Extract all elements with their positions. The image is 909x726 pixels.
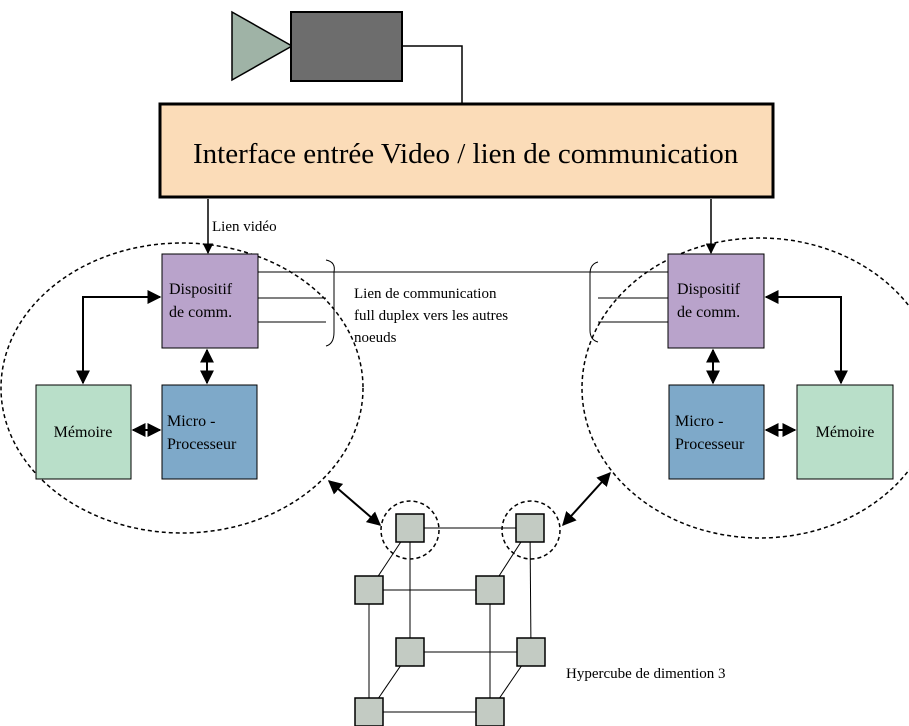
hypercube-vertices (354, 513, 546, 726)
cube-node (475, 697, 505, 726)
cube-node (395, 513, 425, 543)
cube-node (354, 575, 384, 605)
right-node-highlight (501, 500, 561, 560)
right-comm-memory-arrow (764, 290, 848, 385)
left-node: Dispositif de comm. Mémoire Micro - Proc… (0, 242, 364, 534)
left-comm-memory-arrow (76, 290, 162, 385)
interface-title: Interface entrée Video / lien de communi… (193, 138, 739, 170)
camera-body (290, 11, 403, 82)
comm-link-label: Lien de communication full duplex vers l… (354, 286, 512, 346)
right-processor-label: Micro - Processeur (675, 413, 745, 453)
interface-box (158, 102, 775, 199)
left-processor-box (161, 384, 258, 480)
left-processor-label: Micro - Processeur (167, 413, 237, 453)
video-link-label: Lien vidéo (212, 219, 277, 235)
left-memory-box (35, 384, 132, 480)
cube-node (395, 637, 425, 667)
cube-node (516, 637, 546, 667)
cube-node (354, 697, 384, 726)
left-comm-device-label: Dispositif de comm. (169, 281, 236, 321)
comm-link-lines (258, 259, 668, 347)
right-memory-box (796, 384, 894, 480)
video-camera-icon (231, 10, 403, 82)
camera-lens (231, 10, 294, 82)
right-node: Dispositif de comm. Micro - Processeur M… (581, 237, 909, 539)
hypercube-label: Hypercube de dimention 3 (566, 666, 726, 682)
right-memory-label: Mémoire (816, 424, 875, 441)
left-memory-label: Mémoire (54, 424, 113, 441)
right-processor-box (668, 384, 765, 480)
left-node-boundary (0, 242, 364, 534)
left-node-highlight (380, 500, 440, 560)
camera-cable (402, 45, 463, 103)
right-comm-device-label: Dispositif de comm. (677, 281, 744, 321)
right-node-boundary (581, 237, 909, 539)
hypercube (354, 500, 561, 726)
hypercube-edges (368, 527, 532, 713)
left-comm-device-box (161, 253, 259, 349)
right-comm-device-box (667, 253, 765, 349)
right-node-hypercube-arrow (562, 471, 611, 527)
cube-node (475, 575, 505, 605)
left-node-hypercube-arrow (327, 480, 382, 526)
cube-node (515, 513, 545, 543)
